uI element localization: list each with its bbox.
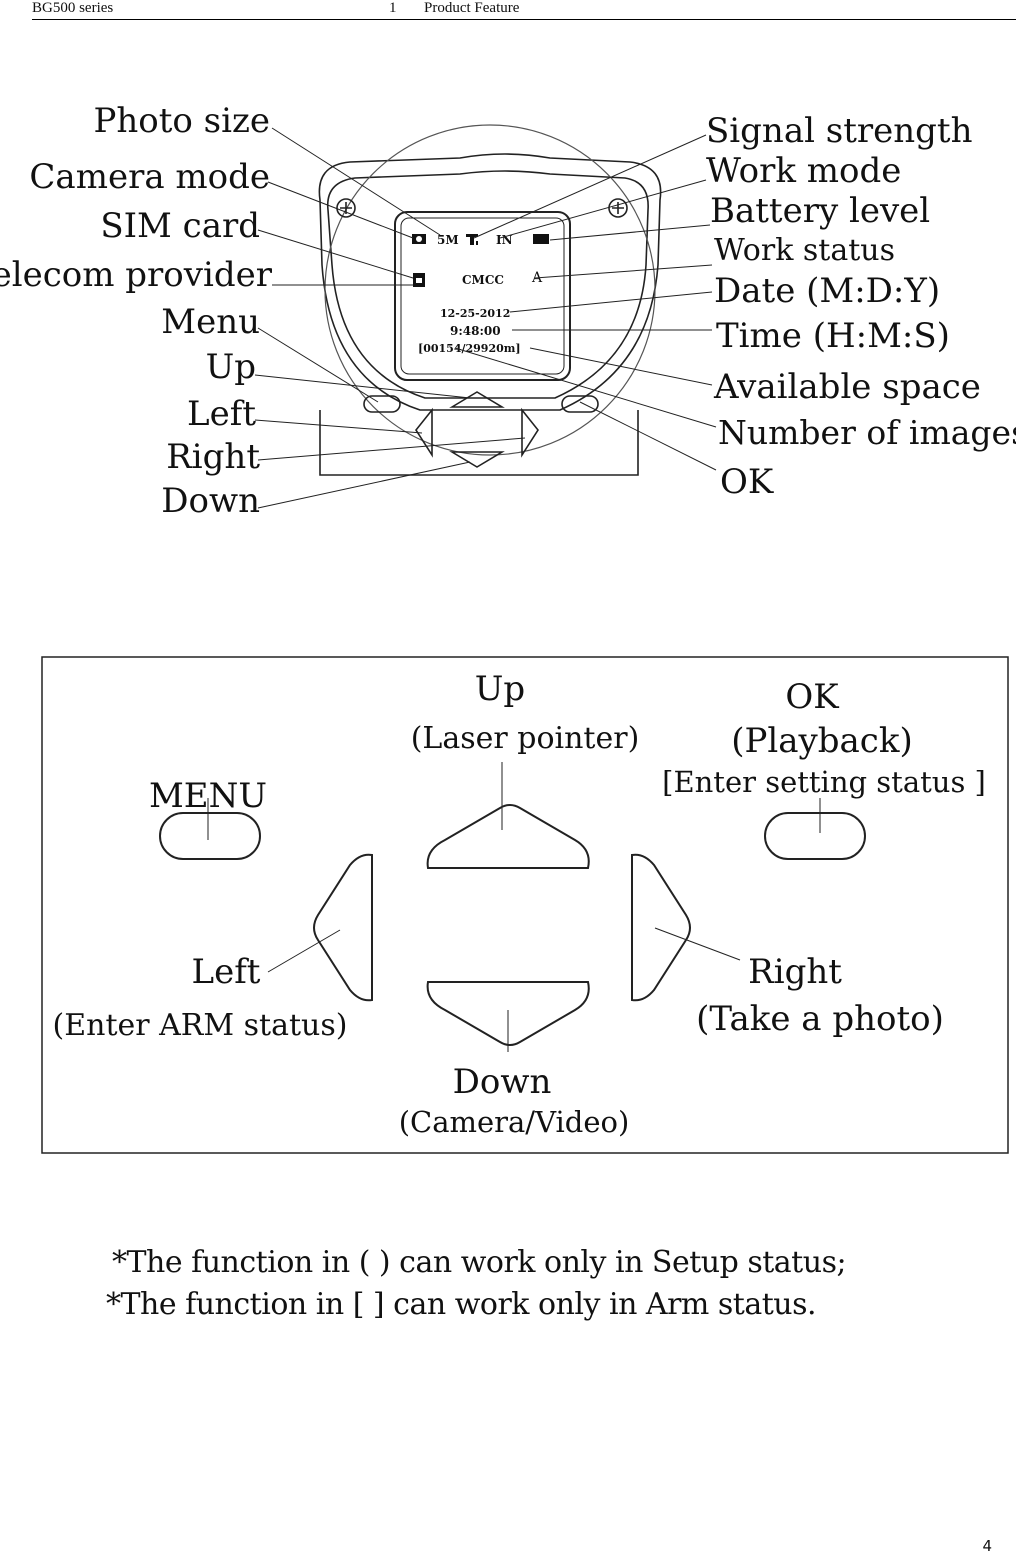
label-sim-card: SIM card <box>100 206 260 246</box>
lcd-date: 12-25-2012 <box>440 307 510 320</box>
camera-bracket <box>319 410 639 476</box>
screw-right <box>608 198 628 218</box>
fig2-menu-label: MENU <box>149 776 267 816</box>
fig2-up-sub: (Laser pointer) <box>411 721 640 756</box>
down-button <box>449 451 505 468</box>
label-time: Time (H:M:S) <box>716 316 950 356</box>
right-button <box>521 407 539 458</box>
lcd-counter: [00154/29920m] <box>418 342 521 355</box>
label-telecom-provider: Telecom provider <box>0 255 273 295</box>
header-rule <box>32 19 1016 20</box>
lcd-photo-size: 5M <box>437 233 459 247</box>
menu-button-large <box>159 812 261 860</box>
button-functions-diagram: Up (Laser pointer) OK (Playback) [Enter … <box>41 656 1009 1154</box>
lcd-screen-frame <box>394 211 571 381</box>
label-battery-level: Battery level <box>710 191 930 231</box>
up-button <box>449 391 505 408</box>
fig2-ok-label: OK <box>785 677 839 717</box>
left-button <box>415 407 433 458</box>
fig2-down-label: Down <box>453 1062 552 1102</box>
fig2-right-label: Right <box>748 952 842 992</box>
label-photo-size: Photo size <box>93 101 270 141</box>
label-available-space: Available space <box>713 367 981 407</box>
label-signal-strength: Signal strength <box>706 111 973 151</box>
battery-icon <box>533 234 549 244</box>
fig2-ok-sub2: [Enter setting status ] <box>662 765 986 799</box>
running-header: BG500 series 1 Product Feature <box>32 0 519 17</box>
label-down: Down <box>161 481 260 520</box>
fig2-left-label: Left <box>192 952 261 992</box>
label-left: Left <box>187 394 256 434</box>
note-arm-status: *The function in [ ] can work only in Ar… <box>106 1287 817 1322</box>
label-right: Right <box>166 437 260 477</box>
header-section-number: 1 <box>389 0 397 16</box>
label-menu: Menu <box>161 302 260 342</box>
label-work-status: Work status <box>714 233 895 268</box>
lcd-work-mode: IN <box>496 233 513 247</box>
camera-body-outline <box>318 153 662 411</box>
fig2-ok-sub: (Playback) <box>731 721 912 761</box>
page-number: 4 <box>982 1537 992 1555</box>
signal-icon <box>466 234 478 245</box>
label-date: Date (M:D:Y) <box>714 271 940 311</box>
up-button-large <box>426 804 590 869</box>
header-series: BG500 series <box>32 0 114 16</box>
ok-button <box>561 395 599 413</box>
label-number-of-images: Number of images <box>718 413 1016 452</box>
note-setup-status: *The function in ( ) can work only in Se… <box>112 1245 847 1280</box>
left-button-large <box>313 853 373 1002</box>
label-up: Up <box>206 347 256 387</box>
header-section-title: Product Feature <box>424 0 520 16</box>
fig2-down-sub: (Camera/Video) <box>399 1105 630 1139</box>
screw-left <box>336 198 356 218</box>
right-leader-lines <box>454 134 717 471</box>
fig2-left-sub: (Enter ARM status) <box>53 1008 348 1043</box>
left-leader-lines <box>254 127 526 509</box>
label-ok: OK <box>720 462 774 502</box>
down-button-large <box>426 981 590 1046</box>
fig2-right-sub: (Take a photo) <box>696 999 944 1039</box>
lcd-provider: CMCC <box>462 273 504 287</box>
ok-button-large <box>764 812 866 860</box>
lcd-time: 9:48:00 <box>450 324 501 338</box>
label-work-mode: Work mode <box>706 151 901 191</box>
lens-ring <box>324 124 656 456</box>
right-button-large <box>631 853 691 1002</box>
diagram-frame <box>41 656 1009 1154</box>
camera-front-diagram: 5M IN CMCC A 12-25-2012 9:48:00 [00154/2… <box>0 101 1016 520</box>
label-camera-mode: Camera mode <box>29 157 270 197</box>
menu-button <box>363 395 401 413</box>
fig2-up-label: Up <box>475 669 525 709</box>
